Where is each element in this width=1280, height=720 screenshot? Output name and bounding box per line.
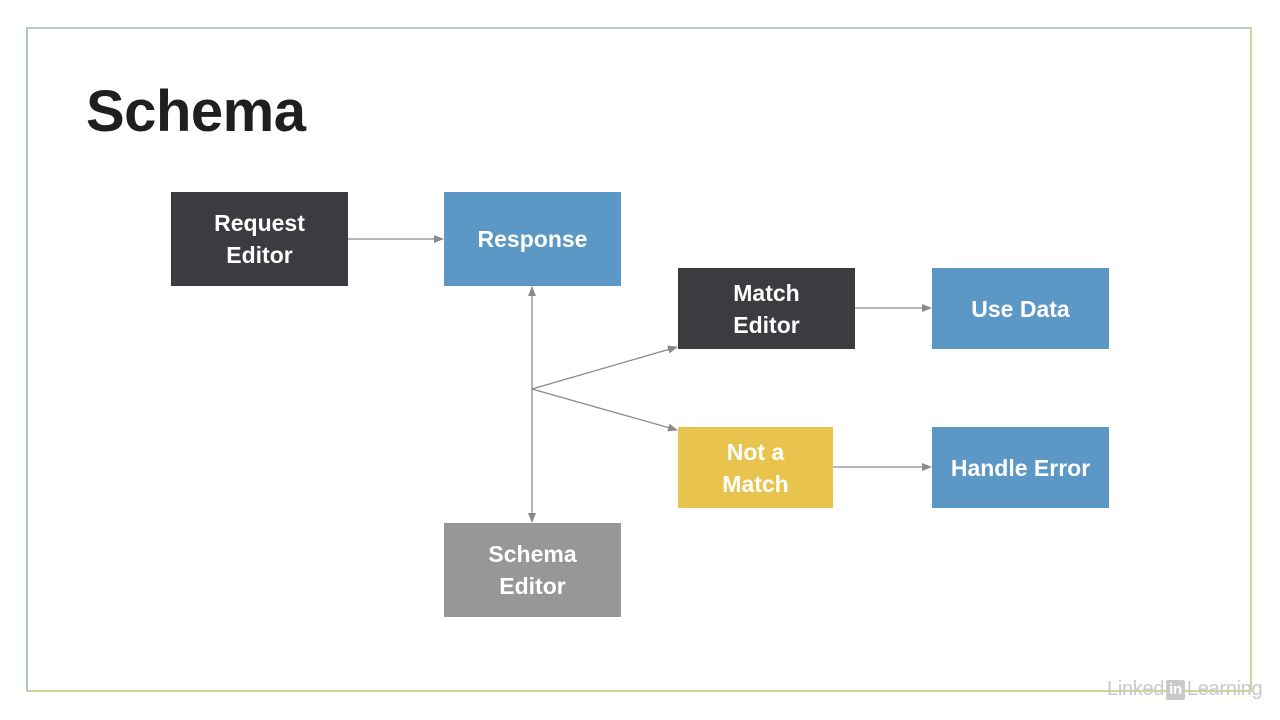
request-editor-box: Request Editor [171, 192, 348, 286]
match-editor-box: Match Editor [678, 268, 855, 349]
logo-learning-text: Learning [1186, 678, 1263, 700]
linkedin-learning-logo: Linked in Learning [1107, 678, 1263, 701]
arrow-hub-to-not-a-match [531, 388, 678, 432]
not-a-match-box: Not a Match [678, 427, 833, 508]
response-box: Response [444, 192, 621, 286]
slide-frame [26, 27, 1252, 692]
logo-linked-text: Linked [1107, 678, 1165, 700]
logo-in-text: in [1166, 679, 1185, 700]
arrow-hub-to-match-editor [531, 345, 678, 390]
use-data-box: Use Data [932, 268, 1109, 349]
schema-editor-box: Schema Editor [444, 523, 621, 617]
slide-title: Schema [86, 79, 306, 144]
handle-error-box: Handle Error [932, 427, 1109, 508]
